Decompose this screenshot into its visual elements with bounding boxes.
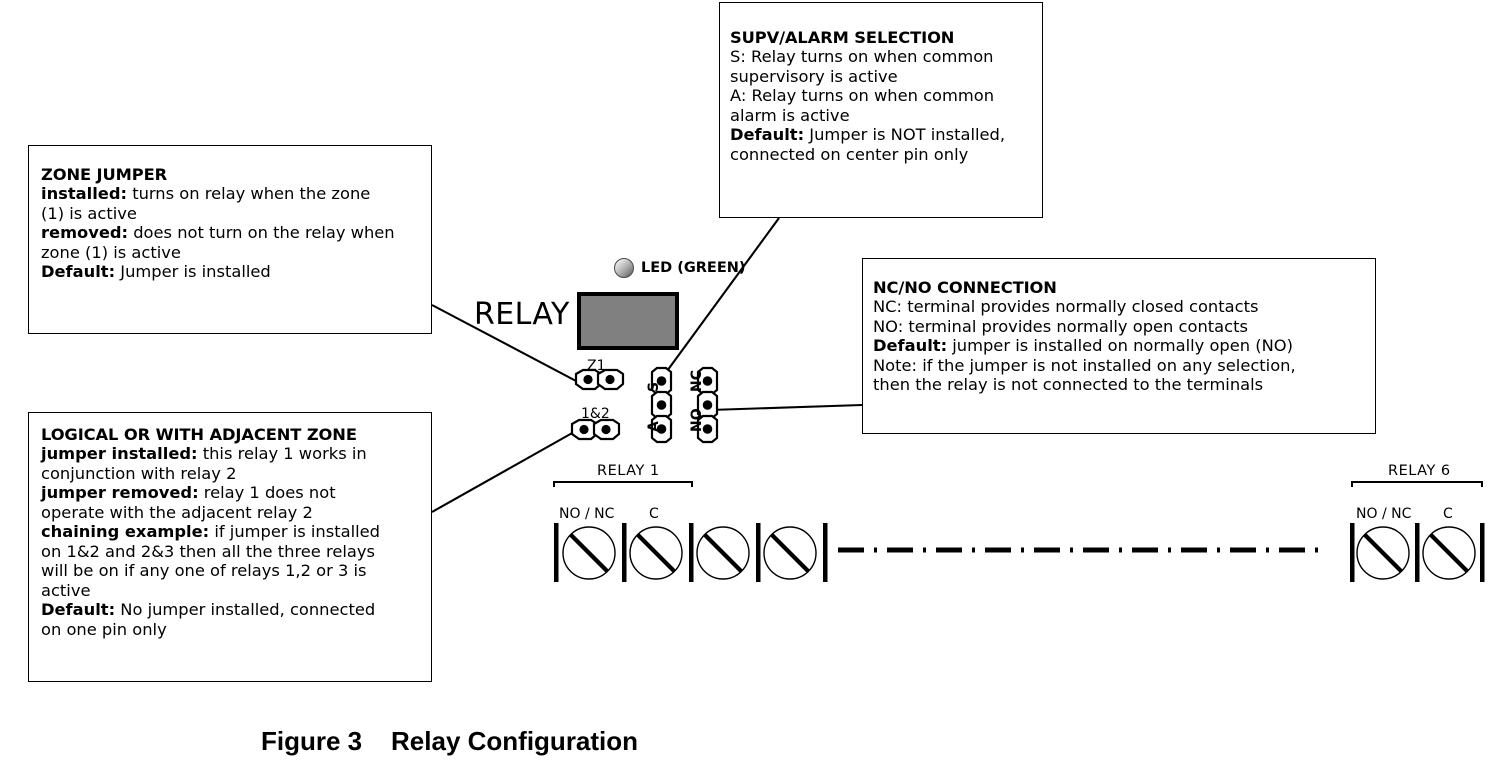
callout-nc-no-line-0: NC: terminal provides normally closed co… — [873, 297, 1259, 317]
jumper-pad-z1-hole-right — [605, 374, 615, 385]
callout-supv-alarm-selection: SUPV/ALARM SELECTION S: Relay turns on w… — [719, 2, 1043, 218]
screw-terminal[interactable] — [562, 526, 616, 580]
jumper-pad-z1-label: Z1 — [587, 358, 606, 374]
callout-logical-or-line-9: on one pin only — [41, 619, 167, 639]
callout-nc-no-line-3: Note: if the jumper is not installed on … — [873, 355, 1296, 375]
callout-logical-or-line-1: conjunction with relay 2 — [41, 463, 237, 483]
terminal-strip-relay-6-bracket — [1351, 481, 1483, 487]
callout-logical-or-line-2: jumper removed: relay 1 does not — [41, 483, 336, 503]
screw-terminal[interactable] — [696, 526, 750, 580]
callout-supv-alarm-title: SUPV/ALARM SELECTION — [730, 28, 955, 47]
leader-logical-or — [431, 431, 575, 513]
callout-nc-no-connection: NC/NO CONNECTION NC: terminal provides n… — [862, 258, 1376, 434]
pin-label-alarm: A — [646, 421, 662, 432]
leader-nc-no — [709, 403, 863, 412]
callout-logical-or-line-5: on 1&2 and 2&3 then all the three relays — [41, 541, 375, 561]
callout-zone-jumper-title: ZONE JUMPER — [41, 165, 168, 184]
led-indicator-icon — [614, 258, 634, 278]
jumper-pad-1and2-right — [592, 418, 621, 441]
led-label: LED (GREEN) — [641, 260, 746, 276]
callout-zone-jumper-line-3: zone (1) is active — [41, 242, 181, 262]
screw-terminal[interactable] — [1356, 526, 1410, 580]
callout-logical-or-line-7: active — [41, 580, 91, 600]
callout-supv-alarm-line-1: supervisory is active — [730, 66, 898, 86]
terminal-label-c: C — [649, 506, 659, 522]
callout-logical-or-line-0: jumper installed: this relay 1 works in — [41, 444, 367, 464]
callout-supv-alarm-line-3: alarm is active — [730, 105, 850, 125]
terminal-divider — [823, 523, 828, 582]
callout-logical-or-line-6: will be on if any one of relays 1,2 or 3… — [41, 561, 367, 581]
callout-zone-jumper-line-2: removed: does not turn on the relay when — [41, 223, 395, 243]
terminal-strip-relay-6 — [1350, 481, 1485, 582]
terminal-label-no-nc: NO / NC — [1356, 506, 1412, 522]
terminal-strip-relay-6-title: RELAY 6 — [1388, 463, 1451, 479]
pin-header-supv-alarm-pad-2 — [650, 390, 673, 420]
screw-terminal[interactable] — [1422, 526, 1476, 580]
jumper-pad-1and2-hole-right — [601, 424, 611, 435]
terminal-strip-relay-1-title: RELAY 1 — [597, 463, 660, 479]
jumper-pad-1and2-hole-left — [579, 424, 589, 435]
callout-logical-or-title: LOGICAL OR WITH ADJACENT ZONE — [41, 425, 357, 444]
pin-label-no: NO — [689, 408, 705, 432]
terminal-label-c: C — [1443, 506, 1453, 522]
callout-supv-alarm-line-4: Default: Jumper is NOT installed, — [730, 125, 1006, 145]
callout-supv-alarm-line-5: connected on center pin only — [730, 144, 969, 164]
screw-terminal[interactable] — [629, 526, 683, 580]
pin-label-supv: S — [646, 381, 662, 392]
terminal-label-no-nc: NO / NC — [559, 506, 615, 522]
callout-nc-no-line-1: NO: terminal provides normally open cont… — [873, 316, 1248, 336]
relay-module-label: RELAY — [474, 297, 570, 332]
terminal-divider — [1350, 523, 1355, 582]
jumper-pad-1and2[interactable] — [570, 418, 621, 441]
terminal-strip-relay-1-bracket — [553, 481, 693, 487]
relay-body — [577, 292, 679, 350]
callout-nc-no-line-2: Default: jumper is installed on normally… — [873, 336, 1293, 356]
callout-nc-no-line-4: then the relay is not connected to the t… — [873, 375, 1264, 395]
callout-supv-alarm-line-0: S: Relay turns on when common — [730, 47, 994, 67]
terminal-strip-relay-1 — [553, 481, 828, 582]
callout-zone-jumper-line-1: (1) is active — [41, 203, 137, 223]
terminal-divider — [1480, 523, 1485, 582]
terminal-divider — [554, 523, 559, 582]
terminal-divider — [622, 523, 627, 582]
callout-logical-or-line-3: operate with the adjacent relay 2 — [41, 502, 313, 522]
callout-zone-jumper-line-0: installed: turns on relay when the zone — [41, 184, 371, 204]
jumper-pad-1and2-left — [570, 418, 599, 441]
figure-caption: Figure 3 Relay Configuration — [261, 726, 639, 756]
terminal-divider — [689, 523, 694, 582]
callout-logical-or-line-4: chaining example: if jumper is installed — [41, 522, 380, 542]
callout-logical-or-adjacent-zone: LOGICAL OR WITH ADJACENT ZONE jumper ins… — [28, 412, 432, 682]
screw-terminal[interactable] — [763, 526, 817, 580]
pin-header-supv-alarm-hole-2 — [656, 400, 667, 410]
callout-supv-alarm-line-2: A: Relay turns on when common — [730, 86, 995, 106]
callout-zone-jumper-line-4: Default: Jumper is installed — [41, 262, 271, 282]
callout-nc-no-title: NC/NO CONNECTION — [873, 278, 1057, 297]
terminal-divider — [756, 523, 761, 582]
pin-label-nc: NC — [689, 370, 705, 392]
jumper-pad-z1-hole-left — [583, 374, 593, 385]
jumper-pad-1and2-label: 1&2 — [581, 406, 610, 422]
callout-zone-jumper: ZONE JUMPER installed: turns on relay wh… — [28, 145, 432, 334]
terminal-divider — [1415, 523, 1420, 582]
callout-logical-or-line-8: Default: No jumper installed, connected — [41, 600, 376, 620]
